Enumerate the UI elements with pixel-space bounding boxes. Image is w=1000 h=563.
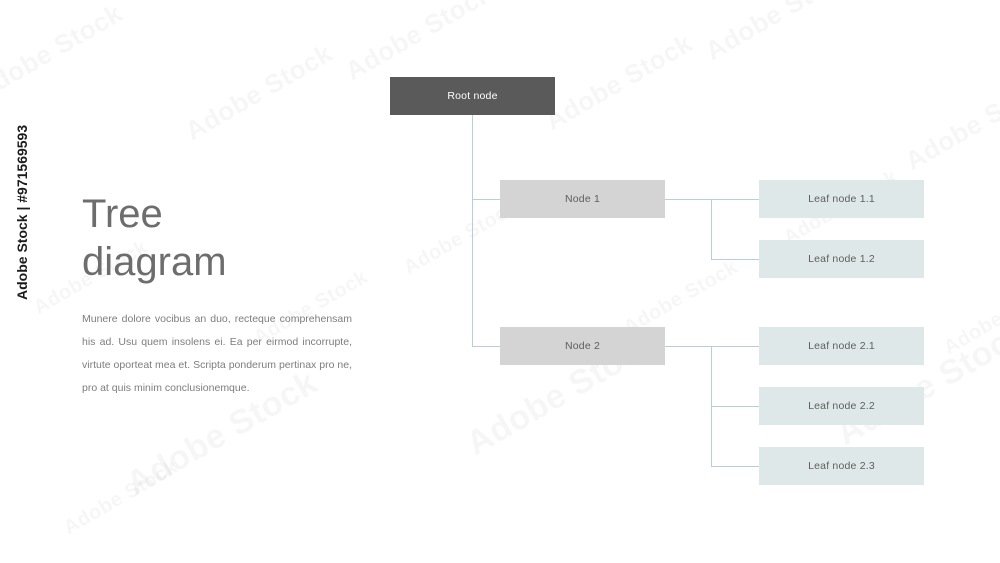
connector-root-to-node-2 xyxy=(472,346,500,347)
connector-node-1-to-leaf-1-1 xyxy=(711,199,759,200)
node-leaf-1-2[interactable]: Leaf node 1.2 xyxy=(759,240,924,278)
connector-node-1-spine xyxy=(711,199,712,259)
node-root[interactable]: Root node xyxy=(390,77,555,115)
connector-trunk-vertical xyxy=(472,115,473,346)
title-line-1: Tree xyxy=(82,192,163,236)
text-column: Tree diagram Munere dolore vocibus an du… xyxy=(82,190,352,400)
node-branch-1[interactable]: Node 1 xyxy=(500,180,665,218)
node-leaf-2-2[interactable]: Leaf node 2.2 xyxy=(759,387,924,425)
page-title: Tree diagram xyxy=(82,190,352,286)
connector-node-2-out xyxy=(665,346,711,347)
node-leaf-2-1[interactable]: Leaf node 2.1 xyxy=(759,327,924,365)
connector-node-2-to-leaf-2-3 xyxy=(711,466,759,467)
connector-root-to-node-1 xyxy=(472,199,500,200)
title-line-2: diagram xyxy=(82,240,227,284)
connector-node-2-to-leaf-2-2 xyxy=(711,406,759,407)
connector-node-2-to-leaf-2-1 xyxy=(711,346,759,347)
connector-node-1-out xyxy=(665,199,711,200)
stock-id-label: Adobe Stock | #971569593 xyxy=(14,124,30,300)
node-leaf-2-3[interactable]: Leaf node 2.3 xyxy=(759,447,924,485)
connector-node-1-to-leaf-1-2 xyxy=(711,259,759,260)
node-leaf-1-1[interactable]: Leaf node 1.1 xyxy=(759,180,924,218)
node-branch-2[interactable]: Node 2 xyxy=(500,327,665,365)
body-paragraph: Munere dolore vocibus an duo, recteque c… xyxy=(82,313,352,394)
